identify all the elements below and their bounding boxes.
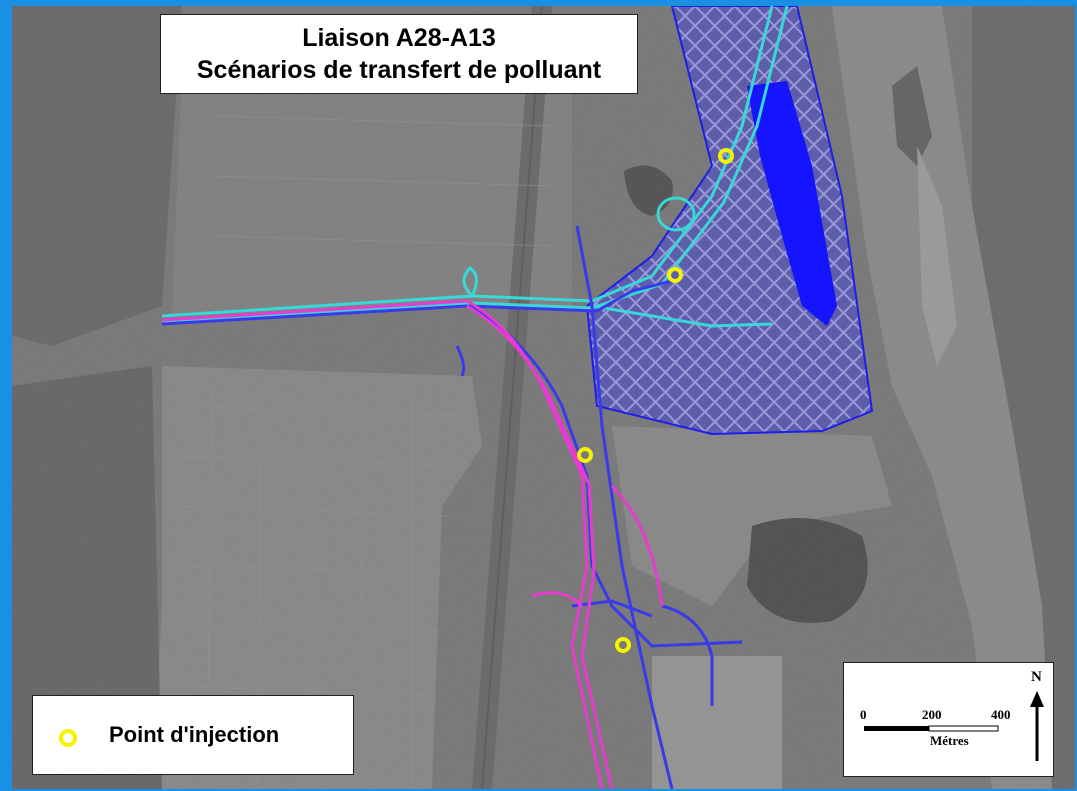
- legend-label: Point d'injection: [109, 722, 280, 747]
- injection-point-icon[interactable]: [577, 447, 593, 463]
- legend: Point d'injection: [32, 695, 354, 775]
- map-canvas: [12, 6, 1075, 789]
- map-title: Liaison A28-A13 Scénarios de transfert d…: [160, 14, 638, 94]
- injection-point-icon[interactable]: [615, 637, 631, 653]
- north-label: N: [1031, 669, 1042, 685]
- retention-basin[interactable]: [747, 81, 837, 326]
- title-line-1: Liaison A28-A13: [302, 24, 496, 52]
- scale-graphic: [864, 691, 1044, 761]
- injection-point-icon[interactable]: [667, 267, 683, 283]
- scale-tick-200: 200: [922, 707, 942, 722]
- scale-unit: Métres: [930, 733, 969, 748]
- aerial-map[interactable]: Liaison A28-A13 Scénarios de transfert d…: [12, 6, 1075, 789]
- scale-tick-0: 0: [860, 707, 867, 722]
- injection-point-icon: [59, 729, 77, 747]
- title-line-2: Scénarios de transfert de polluant: [196, 56, 602, 84]
- protection-zone[interactable]: [585, 6, 874, 436]
- scale-bar: 0 200 400 Métres N: [843, 662, 1054, 777]
- scale-tick-400: 400: [991, 707, 1011, 722]
- route-magenta[interactable]: [161, 299, 664, 789]
- injection-point-icon[interactable]: [718, 148, 734, 164]
- north-arrow-icon: [1030, 691, 1044, 761]
